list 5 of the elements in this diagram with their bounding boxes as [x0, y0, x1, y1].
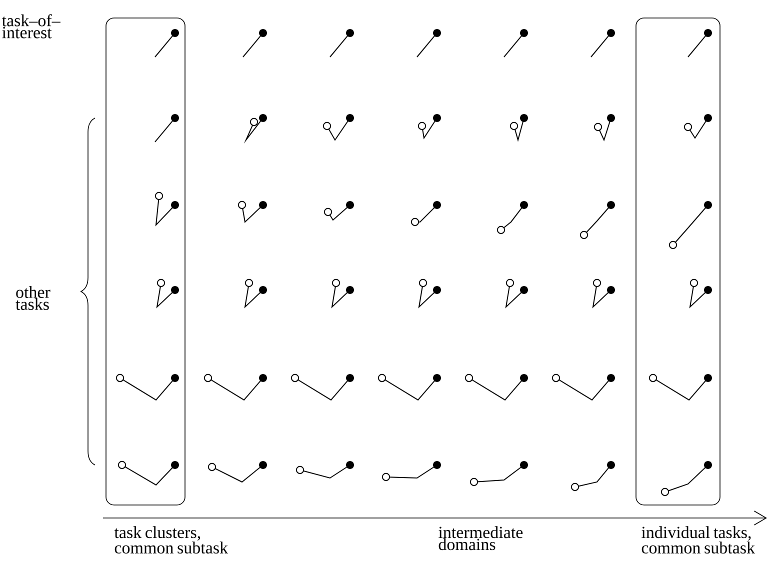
- axis-label: task clusters, common subtask: [114, 526, 228, 554]
- axis-label: task–of– interest: [2, 14, 60, 38]
- axis-label: other tasks: [16, 286, 50, 310]
- axis-label: individual tasks, common subtask: [642, 526, 756, 554]
- axis-label: intermediate domains: [438, 526, 523, 550]
